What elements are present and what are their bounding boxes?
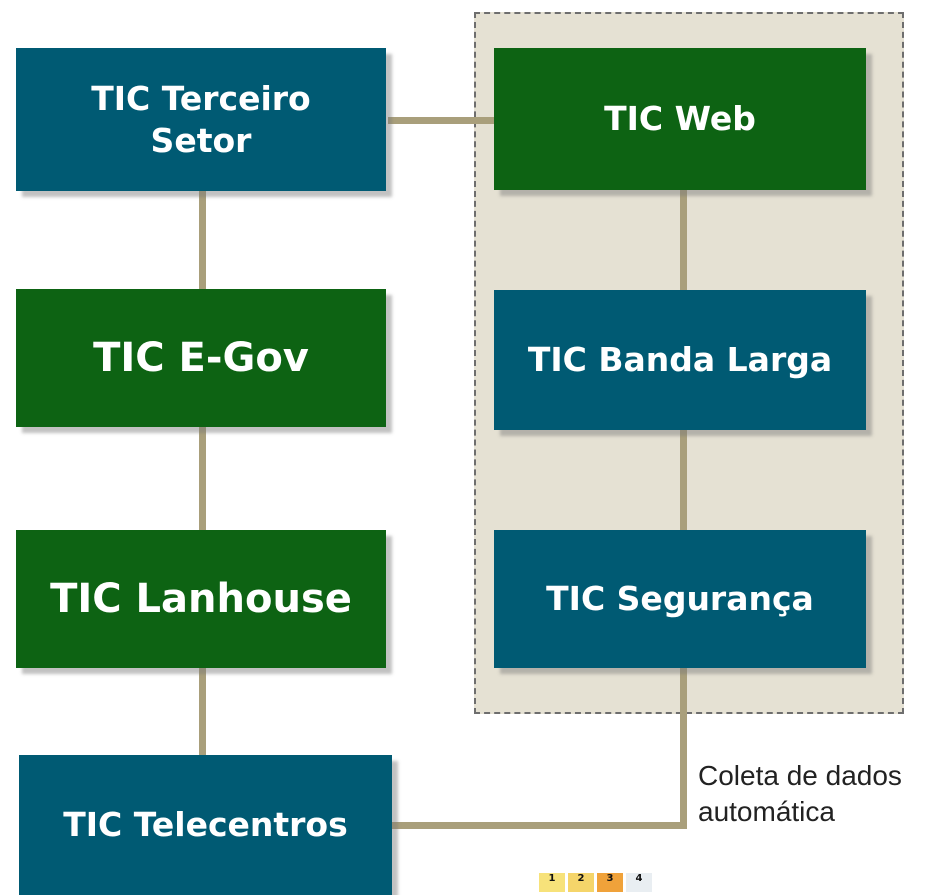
connector-telecentros-right bbox=[392, 822, 687, 829]
box-tic-terceiro-setor: TIC Terceiro Setor bbox=[16, 48, 386, 191]
box-tic-lanhouse: TIC Lanhouse bbox=[16, 530, 386, 668]
connector-terceiro-web bbox=[388, 117, 494, 124]
legend-chip-label: 3 bbox=[606, 873, 614, 884]
box-tic-banda-larga: TIC Banda Larga bbox=[494, 290, 866, 430]
connector-seguranca-down bbox=[680, 668, 687, 828]
legend-chip-1: 1 bbox=[539, 873, 565, 892]
legend-chip-label: 4 bbox=[635, 873, 643, 884]
legend-strip: 1 2 3 4 bbox=[539, 873, 652, 892]
connector-bandalarga-seguranca bbox=[680, 430, 687, 530]
legend-chip-3: 3 bbox=[597, 873, 623, 892]
caption-coleta-automatica: Coleta de dados automática bbox=[698, 760, 902, 828]
connector-web-bandalarga bbox=[680, 190, 687, 290]
legend-chip-label: 1 bbox=[548, 873, 556, 884]
box-tic-seguranca: TIC Segurança bbox=[494, 530, 866, 668]
connector-lanhouse-telecentros bbox=[199, 668, 206, 755]
legend-chip-2: 2 bbox=[568, 873, 594, 892]
box-tic-egov: TIC E-Gov bbox=[16, 289, 386, 427]
box-tic-telecentros: TIC Telecentros bbox=[19, 755, 392, 895]
connector-terceiro-egov bbox=[199, 190, 206, 290]
box-tic-web: TIC Web bbox=[494, 48, 866, 190]
legend-chip-label: 2 bbox=[577, 873, 585, 884]
connector-egov-lanhouse bbox=[199, 427, 206, 530]
legend-chip-4: 4 bbox=[626, 873, 652, 892]
